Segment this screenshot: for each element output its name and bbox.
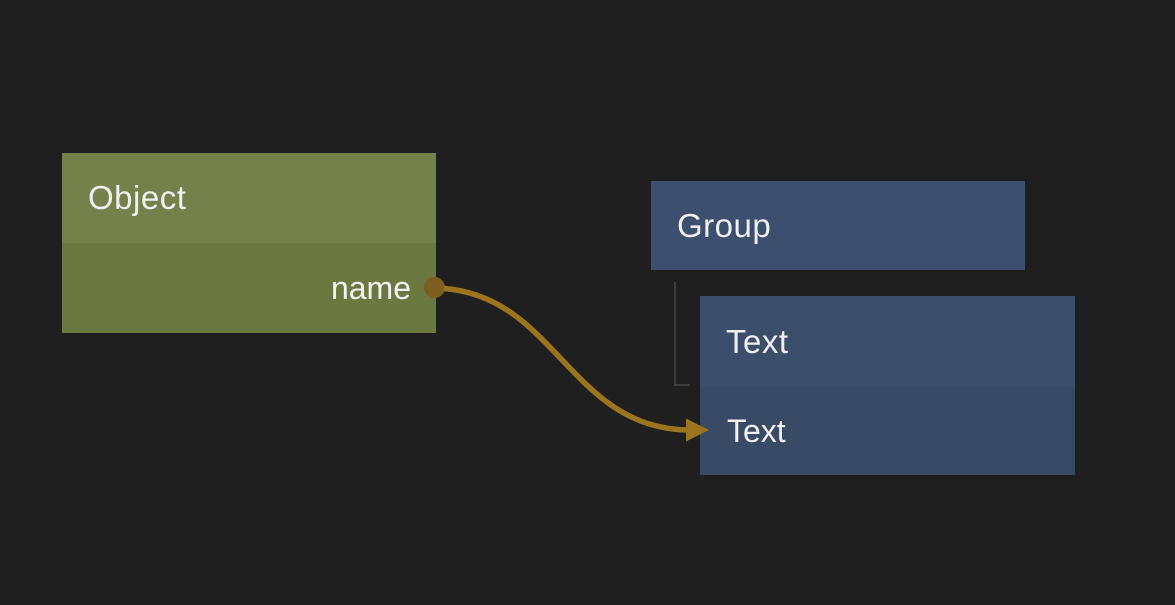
output-port-label: name bbox=[330, 269, 411, 306]
tree-branch-line bbox=[674, 282, 690, 386]
node-text-title: Text bbox=[726, 322, 789, 360]
node-group-title: Group bbox=[677, 206, 772, 244]
node-object-body: name bbox=[62, 243, 436, 333]
node-group[interactable]: Group bbox=[651, 181, 1025, 270]
node-object[interactable]: Object name bbox=[62, 153, 445, 333]
node-text[interactable]: Text Text bbox=[700, 296, 1075, 475]
node-object-title: Object bbox=[88, 179, 187, 216]
output-port-dot-icon[interactable] bbox=[424, 277, 445, 298]
node-object-header[interactable]: Object bbox=[62, 153, 436, 243]
node-text-row-label: Text bbox=[727, 412, 786, 449]
node-text-header[interactable]: Text bbox=[700, 296, 1075, 387]
node-text-row[interactable]: Text bbox=[700, 387, 1075, 475]
connection-edge[interactable] bbox=[443, 285, 689, 433]
